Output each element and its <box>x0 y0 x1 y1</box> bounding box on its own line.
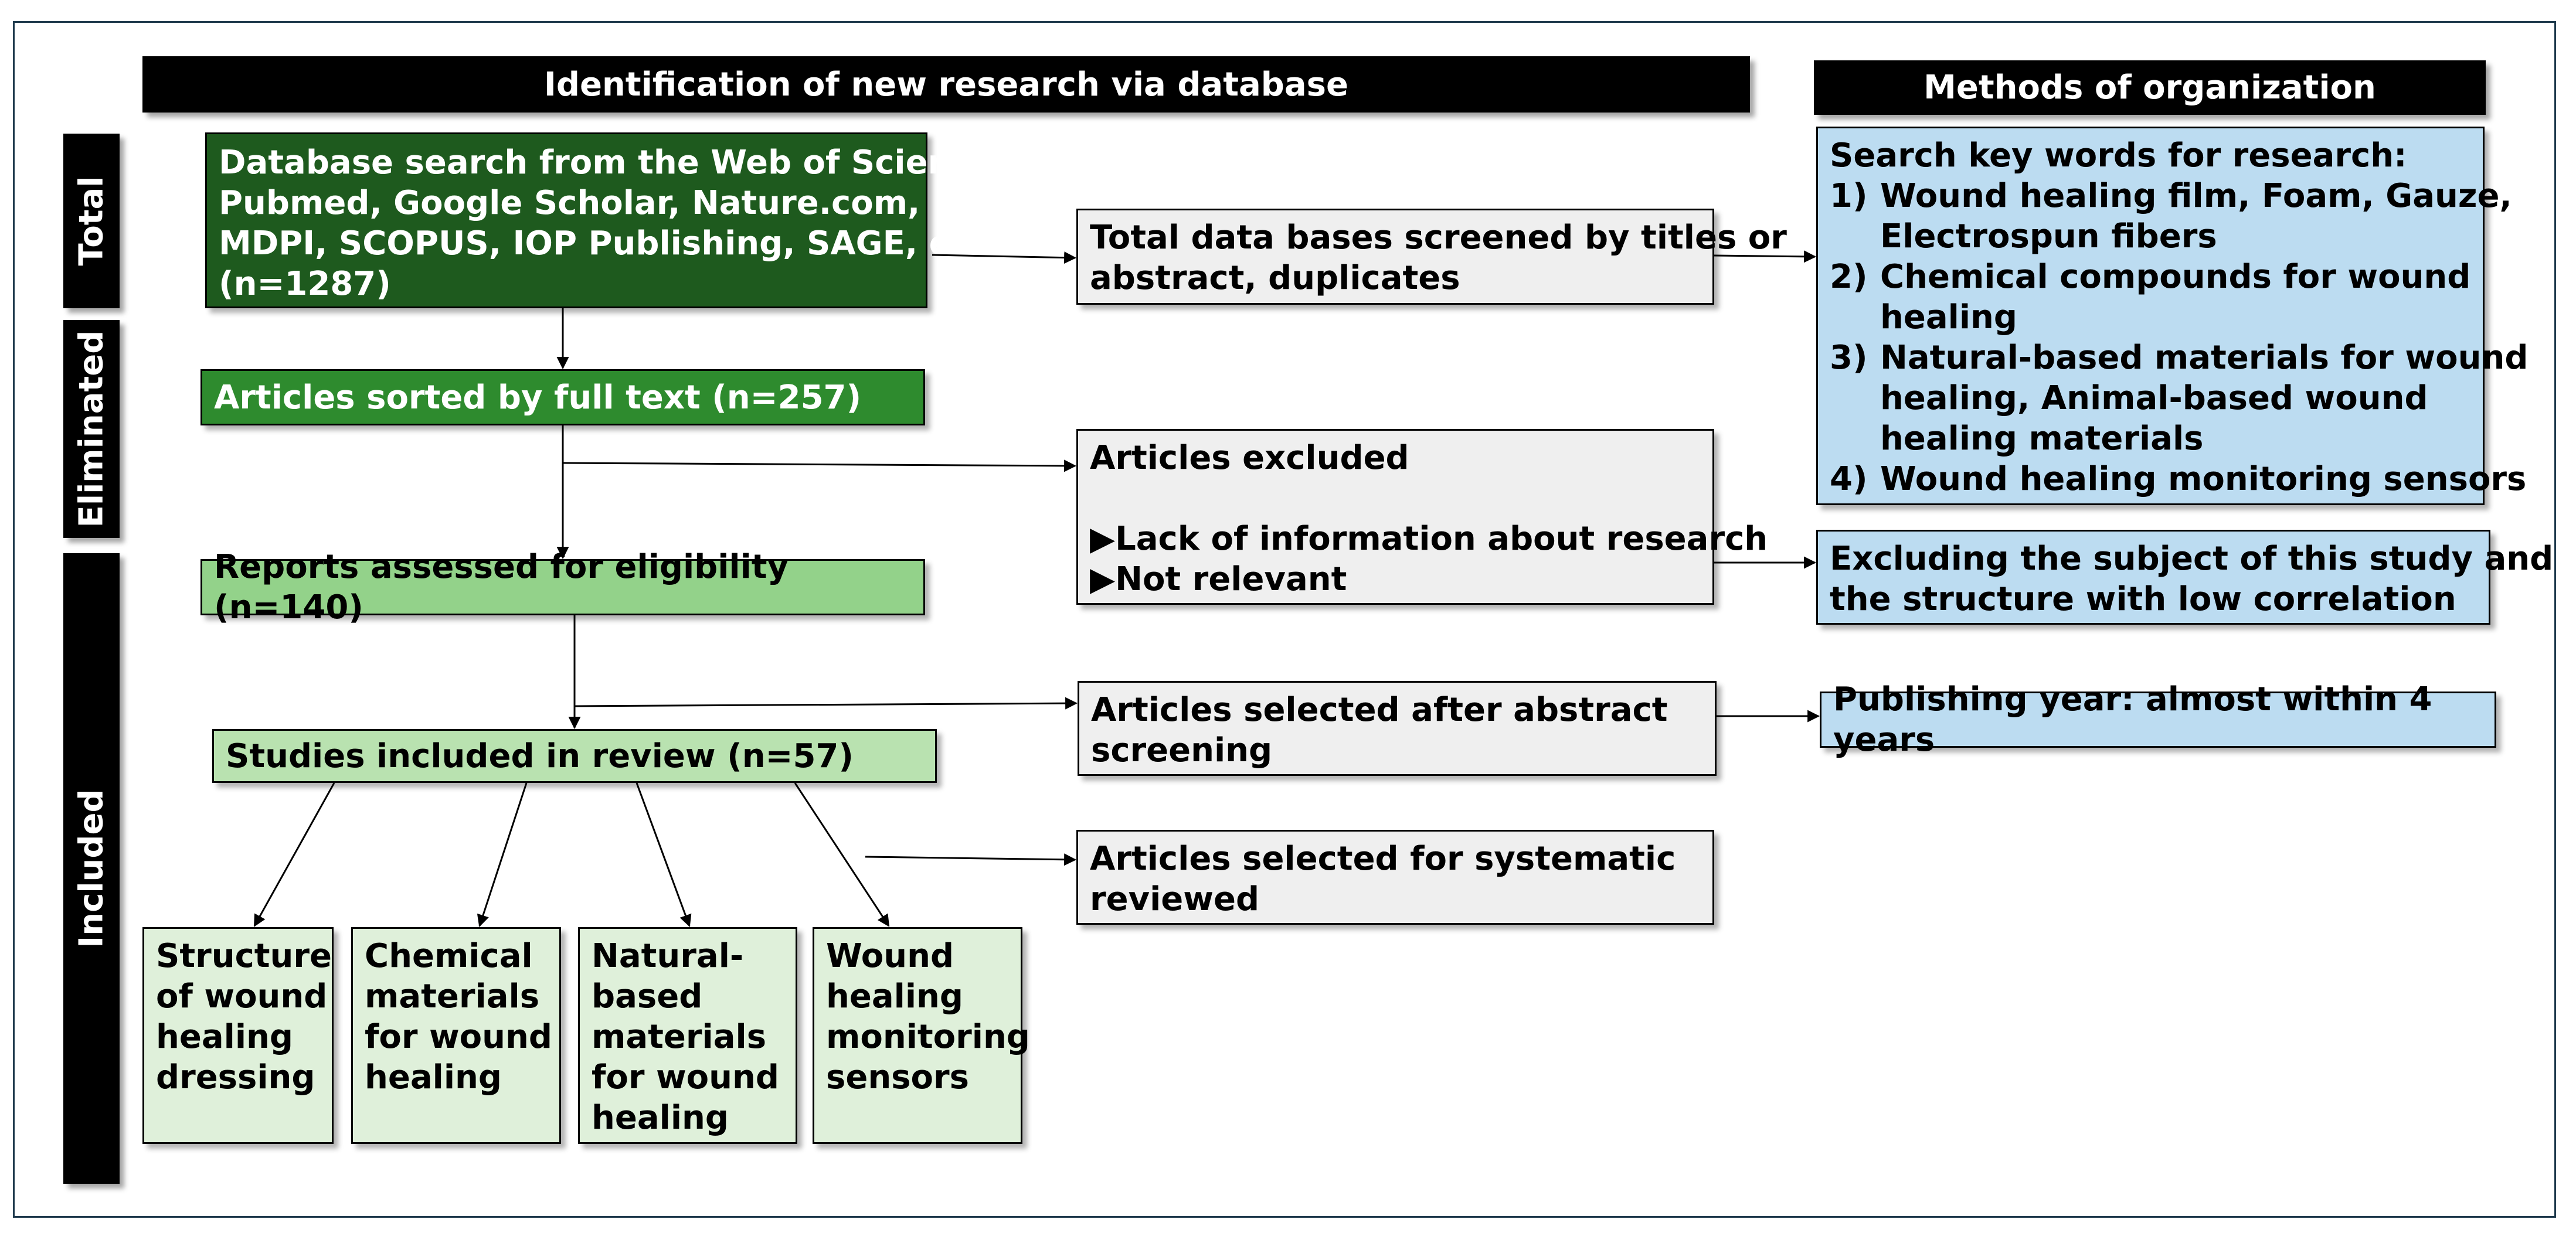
keyword-item: 4) Wound healing monitoring sensors <box>1830 459 2526 499</box>
category-monitoring-box: Wound healing monitoring sensors <box>813 927 1030 1144</box>
keyword-line: healing <box>1880 298 2017 336</box>
keyword-item: 2) Chemical compounds for wound healing <box>1830 257 2471 338</box>
category-natural-box: Natural- based materials for wound heali… <box>578 927 797 1144</box>
eligibility-box: Reports assessed for eligibility (n=140) <box>200 548 925 626</box>
excluded-box: Articles excluded ▶ Lack of information … <box>1076 429 1768 605</box>
keyword-text: Chemical compounds for wound healing <box>1880 257 2471 338</box>
keyword-item: 3) Natural-based materials for wound hea… <box>1830 338 2528 459</box>
keyword-number: 2) <box>1830 258 1868 296</box>
included-review-label: Studies included in review (n=57) <box>226 737 854 775</box>
keyword-line: Wound healing film, Foam, Gauze, <box>1880 177 2512 215</box>
systematic-line: Articles selected for systematic <box>1090 840 1676 878</box>
excluded-item: ▶ Not relevant <box>1090 559 1701 600</box>
category-line: healing <box>365 1058 502 1096</box>
excluded-item-label: Not relevant <box>1115 560 1347 598</box>
category-line: materials <box>365 977 540 1016</box>
arrow-to-abstract-selected <box>574 697 1078 710</box>
keywords-list: 1) Wound healing film, Foam, Gauze, Elec… <box>1830 176 2528 499</box>
keyword-line: Wound healing monitoring sensors <box>1880 460 2527 498</box>
keyword-number: 3) <box>1830 339 1868 377</box>
identification-header: Identification of new research via datab… <box>142 56 1750 113</box>
keyword-number: 4) <box>1830 460 1868 498</box>
category-line: dressing <box>156 1058 315 1096</box>
category-line: monitoring <box>826 1018 1030 1056</box>
category-structure-box: Structure of wound healing dressing <box>142 927 334 1144</box>
full-text-box: Articles sorted by full text (n=257) <box>200 369 925 425</box>
category-line: sensors <box>826 1058 969 1096</box>
excluded-item-label: Lack of information about research <box>1115 520 1768 558</box>
keywords-box: Search key words for research: 1) Wound … <box>1816 127 2528 505</box>
category-line: healing <box>826 977 963 1016</box>
stage-eliminated: Eliminated <box>63 320 120 538</box>
outer-frame <box>13 21 2556 1218</box>
category-line: for wound <box>592 1058 779 1096</box>
stage-total: Total <box>63 134 120 308</box>
category-line: materials <box>592 1018 767 1056</box>
database-search-line: Database search from the Web of Science, <box>219 144 1005 182</box>
eligibility-label: Reports assessed for eligibility (n=140) <box>214 548 789 626</box>
excluded-title: Articles excluded <box>1090 439 1409 477</box>
keyword-line: Electrospun fibers <box>1880 217 2217 256</box>
exclusion-line: Excluding the subject of this study and <box>1830 540 2554 578</box>
category-line: Chemical <box>365 937 533 975</box>
stage-included: Included <box>63 553 120 1184</box>
database-search-line: Pubmed, Google Scholar, Nature.com, <box>219 184 920 222</box>
keyword-line: healing, Animal-based wound <box>1880 379 2428 417</box>
abstract-selected-line: screening <box>1091 731 1273 769</box>
keyword-line: Chemical compounds for wound <box>1880 258 2471 296</box>
category-line: Structure <box>156 937 332 975</box>
category-line: healing <box>156 1018 293 1056</box>
excluded-item: ▶ Lack of information about research <box>1090 519 1768 559</box>
triangle-bullet-icon: ▶ <box>1090 520 1116 558</box>
category-line: Natural- <box>592 937 744 975</box>
exclusion-line: the structure with low correlation <box>1830 580 2456 618</box>
abstract-selected-box: Articles selected after abstract screeni… <box>1078 681 1717 776</box>
total-screened-line: Total data bases screened by titles or <box>1090 219 1787 257</box>
keyword-line: Natural-based materials for wound <box>1880 339 2529 377</box>
keyword-number: 1) <box>1830 177 1868 215</box>
arrow-search-to-screened <box>932 251 1077 264</box>
keywords-title: Search key words for research: <box>1830 137 2407 175</box>
category-line: based <box>592 977 703 1016</box>
keyword-text: Wound healing monitoring sensors <box>1880 459 2526 499</box>
publishing-year-box: Publishing year: almost within 4 years <box>1820 680 2496 759</box>
keyword-line: healing materials <box>1880 420 2204 458</box>
arrow-to-category-monitoring <box>794 782 890 927</box>
total-screened-line: abstract, duplicates <box>1090 259 1460 297</box>
category-line: for wound <box>365 1018 552 1056</box>
database-search-box: Database search from the Web of Science,… <box>205 132 1005 308</box>
category-chemical-box: Chemical materials for wound healing <box>351 927 561 1144</box>
arrow-to-category-natural <box>635 782 692 927</box>
keyword-text: Wound healing film, Foam, Gauze, Electro… <box>1880 176 2512 257</box>
category-line: healing <box>592 1099 729 1137</box>
methods-header: Methods of organization <box>1814 60 2486 115</box>
systematic-line: reviewed <box>1090 880 1260 918</box>
category-line: of wound <box>156 977 328 1016</box>
systematic-box: Articles selected for systematic reviewe… <box>1076 830 1714 925</box>
category-line: Wound <box>826 937 954 975</box>
keyword-item: 1) Wound healing film, Foam, Gauze, Elec… <box>1830 176 2512 257</box>
included-review-box: Studies included in review (n=57) <box>212 729 937 783</box>
triangle-bullet-icon: ▶ <box>1090 560 1116 598</box>
keyword-text: Natural-based materials for wound healin… <box>1880 338 2528 459</box>
arrow-to-category-chemical <box>477 782 528 927</box>
publishing-year-label: Publishing year: almost within 4 years <box>1833 680 2432 759</box>
database-search-line: (n=1287) <box>219 265 391 303</box>
abstract-selected-line: Articles selected after abstract <box>1091 691 1668 729</box>
database-search-line: MDPI, SCOPUS, IOP Publishing, SAGE, etc. <box>219 224 999 263</box>
arrow-to-excluded <box>562 459 1077 472</box>
total-screened-box: Total data bases screened by titles or a… <box>1076 209 1787 305</box>
arrow-screened-to-keywords <box>1714 250 1817 263</box>
arrow-to-systematic <box>865 853 1077 866</box>
exclusion-criteria-box: Excluding the subject of this study and … <box>1816 530 2554 625</box>
full-text-label: Articles sorted by full text (n=257) <box>214 378 862 417</box>
arrow-to-category-structure <box>253 782 335 927</box>
